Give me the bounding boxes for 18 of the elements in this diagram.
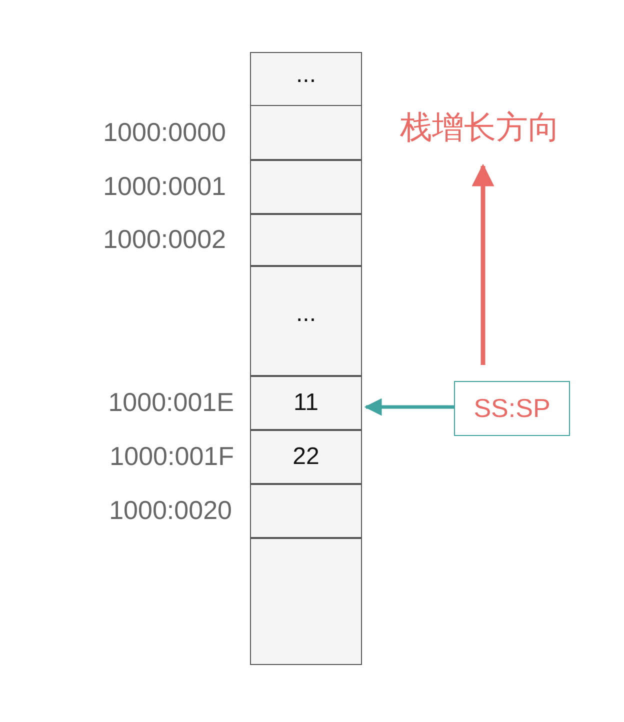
memory-cell <box>250 538 362 665</box>
memory-cell: 11 <box>250 376 362 430</box>
address-label: 1000:0002 <box>103 224 226 255</box>
address-label: 1000:0001 <box>103 171 226 202</box>
arrow <box>364 398 454 416</box>
memory-cell <box>250 484 362 538</box>
pointer-label-box: SS:SP <box>454 381 570 436</box>
memory-cell: ... <box>250 52 362 106</box>
memory-cell <box>250 105 362 160</box>
memory-cell: 22 <box>250 430 362 484</box>
memory-cell <box>250 214 362 266</box>
address-label: 1000:001E <box>108 387 234 418</box>
address-label: 1000:0020 <box>109 495 232 526</box>
direction-label: 栈增长方向 <box>400 107 560 148</box>
address-label: 1000:0000 <box>103 116 226 148</box>
memory-cell: ... <box>250 266 362 376</box>
address-label: 1000:001F <box>110 441 234 472</box>
memory-cell <box>250 160 362 214</box>
